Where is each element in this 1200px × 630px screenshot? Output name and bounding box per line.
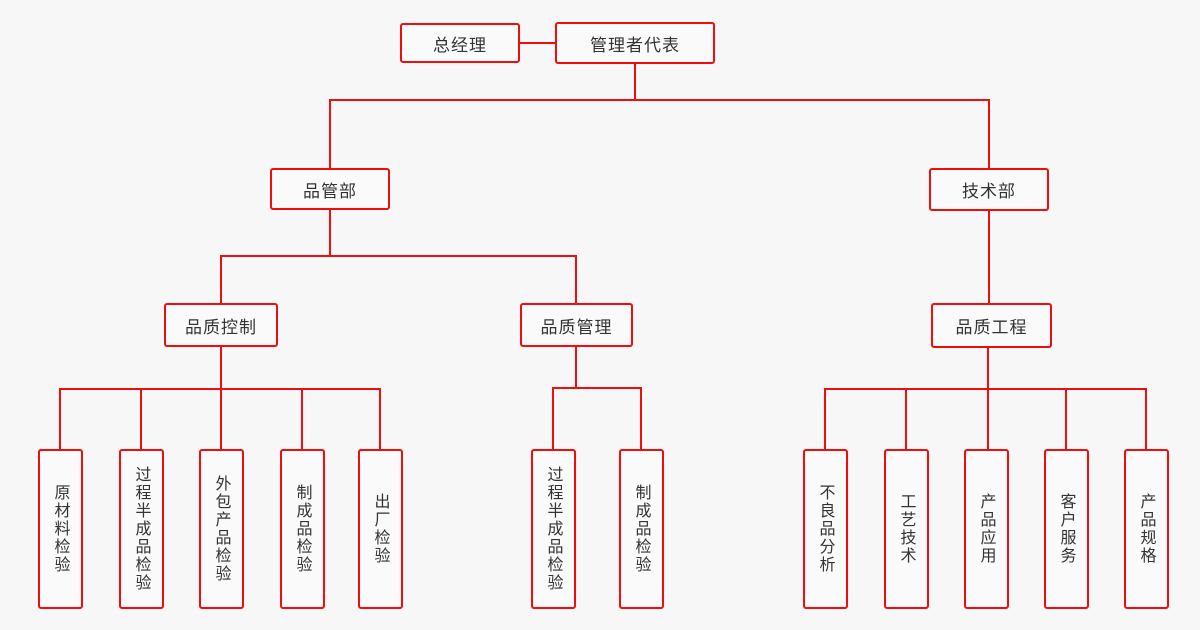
node-qm-process-semi-finished-inspection: 过程半成品检验 bbox=[531, 449, 576, 609]
connector-line bbox=[987, 348, 989, 449]
node-label: 制成品检验 bbox=[293, 484, 313, 574]
node-outsourced-product-inspection: 外包产品检验 bbox=[199, 449, 244, 609]
node-label: 原材料检验 bbox=[51, 484, 71, 574]
connector-line bbox=[1145, 388, 1147, 449]
node-label: 总经理 bbox=[433, 35, 487, 56]
connector-line bbox=[220, 255, 577, 257]
node-label: 管理者代表 bbox=[590, 35, 680, 56]
connector-line bbox=[379, 388, 381, 449]
node-label: 工艺技术 bbox=[897, 493, 917, 565]
connector-line bbox=[988, 99, 990, 169]
node-label: 产品应用 bbox=[977, 493, 997, 565]
node-raw-material-inspection: 原材料检验 bbox=[38, 449, 83, 609]
connector-line bbox=[59, 388, 381, 390]
node-quality-dept: 品管部 bbox=[270, 168, 390, 210]
node-process-semi-finished-inspection: 过程半成品检验 bbox=[119, 449, 164, 609]
connector-line bbox=[140, 388, 142, 449]
node-quality-control: 品质控制 bbox=[164, 303, 278, 347]
connector-line bbox=[329, 210, 331, 256]
node-defective-product-analysis: 不良品分析 bbox=[803, 449, 848, 609]
node-product-specification: 产品规格 bbox=[1124, 449, 1169, 609]
node-quality-engineering: 品质工程 bbox=[931, 303, 1052, 348]
node-label: 外包产品检验 bbox=[212, 475, 232, 583]
connector-line bbox=[575, 255, 577, 303]
connector-line bbox=[220, 347, 222, 449]
connector-line bbox=[520, 42, 555, 44]
node-general-manager: 总经理 bbox=[400, 23, 520, 63]
node-tech-dept: 技术部 bbox=[929, 168, 1049, 211]
connector-line bbox=[1065, 388, 1067, 449]
node-label: 品质管理 bbox=[540, 317, 613, 338]
node-label: 过程半成品检验 bbox=[544, 466, 564, 592]
connector-line bbox=[329, 99, 331, 169]
connector-line bbox=[634, 64, 636, 101]
connector-line bbox=[220, 255, 222, 303]
connector-line bbox=[905, 388, 907, 449]
node-label: 品管部 bbox=[303, 181, 357, 202]
connector-line bbox=[640, 387, 642, 449]
node-label: 过程半成品检验 bbox=[132, 466, 152, 592]
node-label: 技术部 bbox=[962, 182, 1016, 202]
connector-line bbox=[575, 347, 577, 388]
node-label: 制成品检验 bbox=[632, 484, 652, 574]
node-outgoing-inspection: 出厂检验 bbox=[358, 449, 403, 609]
node-label: 品质工程 bbox=[955, 318, 1028, 338]
node-process-technology: 工艺技术 bbox=[884, 449, 929, 609]
connector-line bbox=[988, 211, 990, 303]
connector-line bbox=[59, 388, 61, 449]
node-label: 不良品分析 bbox=[816, 484, 836, 574]
node-quality-management: 品质管理 bbox=[520, 303, 633, 347]
connector-line bbox=[301, 388, 303, 449]
node-product-application: 产品应用 bbox=[964, 449, 1009, 609]
connector-line bbox=[552, 387, 642, 389]
node-label: 品质控制 bbox=[185, 317, 257, 338]
node-label: 客户服务 bbox=[1057, 493, 1077, 565]
connector-line bbox=[824, 388, 1147, 390]
node-qm-finished-product-inspection: 制成品检验 bbox=[619, 449, 664, 609]
connector-line bbox=[329, 99, 990, 101]
node-label: 产品规格 bbox=[1137, 493, 1157, 565]
node-label: 出厂检验 bbox=[371, 493, 391, 565]
node-finished-product-inspection: 制成品检验 bbox=[280, 449, 325, 609]
connector-line bbox=[552, 387, 554, 449]
node-management-representative: 管理者代表 bbox=[555, 22, 715, 64]
node-customer-service: 客户服务 bbox=[1044, 449, 1089, 609]
connector-line bbox=[824, 388, 826, 449]
